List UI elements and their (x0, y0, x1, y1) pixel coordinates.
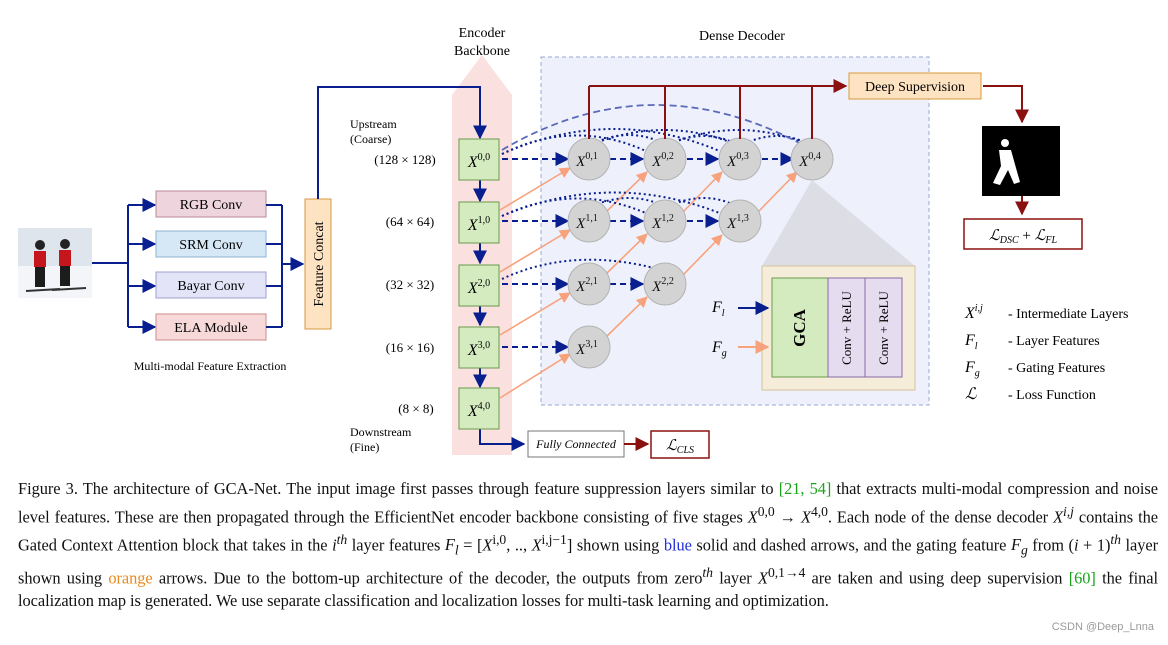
module-bayar-conv: Bayar Conv (155, 271, 267, 299)
svg-text:Fl: Fl (711, 299, 725, 319)
svg-text:Xi,j: Xi,j (964, 303, 983, 322)
svg-text:SRM Conv: SRM Conv (179, 238, 242, 253)
module-ela: ELA Module (155, 313, 267, 341)
svg-text:Upstream: Upstream (350, 117, 397, 131)
module-rgb-conv: RGB Conv (155, 190, 267, 218)
scale-label: (16 × 16) (386, 340, 435, 355)
input-arrows (92, 198, 157, 334)
citation-link[interactable]: [60] (1068, 568, 1096, 588)
legend: Xi,j - Intermediate Layers Fl - Layer Fe… (964, 303, 1129, 403)
encoder-nodes: X0,0 X1,0 X2,0 X3,0 X4,0 (458, 138, 500, 430)
scale-label: (128 × 128) (374, 152, 436, 167)
mm-title: Multi-modal Feature Extraction (134, 359, 287, 373)
scale-label: (32 × 32) (386, 277, 435, 292)
citation-link[interactable]: [21, 54] (778, 479, 832, 498)
svg-text:ℒ: ℒ (965, 386, 977, 403)
architecture-diagram: Encoder Backbone Dense Decoder RGB Conv … (18, 26, 1129, 459)
svg-text:- Layer Features: - Layer Features (1008, 334, 1100, 349)
watermark: CSDN @Deep_Lnna (1051, 621, 1154, 633)
svg-text:Conv + ReLU: Conv + ReLU (876, 291, 891, 365)
gca-block: GCA Conv + ReLU Conv + ReLU (761, 265, 916, 391)
svg-text:Fg: Fg (964, 359, 980, 379)
svg-text:Backbone: Backbone (454, 44, 510, 59)
decoder-title: Dense Decoder (699, 29, 785, 44)
svg-text:(Fine): (Fine) (350, 440, 379, 454)
svg-text:Feature Concat: Feature Concat (312, 221, 327, 306)
svg-text:Conv + ReLU: Conv + ReLU (839, 291, 854, 365)
svg-text:Downstream: Downstream (350, 425, 412, 439)
svg-text:Fl: Fl (964, 332, 978, 352)
figure-caption: Figure 3. The architecture of GCA-Net. T… (18, 479, 1159, 611)
svg-text:- Gating Features: - Gating Features (1008, 361, 1105, 376)
loss-cls: ℒCLS (650, 430, 710, 459)
module-srm-conv: SRM Conv (155, 230, 267, 258)
encoder-title: Encoder (459, 26, 506, 41)
svg-text:Bayar Conv: Bayar Conv (177, 279, 244, 294)
svg-text:- Intermediate Layers: - Intermediate Layers (1008, 307, 1129, 322)
feature-concat: Feature Concat (304, 198, 332, 330)
localization-mask (982, 126, 1060, 196)
svg-text:Fully Connected: Fully Connected (535, 437, 617, 451)
loss-dsc-fl: ℒDSC + ℒFL (963, 218, 1083, 250)
scale-label: (8 × 8) (398, 401, 434, 416)
svg-text:RGB Conv: RGB Conv (180, 198, 243, 213)
svg-text:ELA Module: ELA Module (174, 321, 248, 336)
deep-supervision-box: Deep Supervision (848, 72, 982, 100)
scale-label: (64 × 64) (386, 214, 435, 229)
fully-connected-box: Fully Connected (527, 430, 625, 458)
decoder-nodes (567, 137, 834, 369)
svg-text:(Coarse): (Coarse) (350, 132, 391, 146)
svg-text:- Loss Function: - Loss Function (1008, 388, 1096, 403)
input-image (18, 228, 92, 298)
svg-text:Deep Supervision: Deep Supervision (865, 80, 965, 95)
svg-text:GCA: GCA (790, 308, 809, 347)
